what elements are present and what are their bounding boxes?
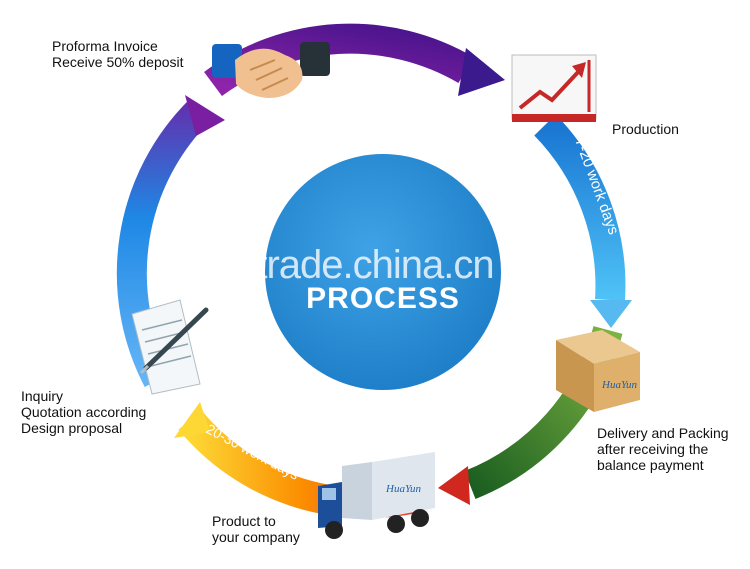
document-pen-icon: [131, 299, 209, 395]
step-line: Product to: [212, 513, 276, 529]
delivery-truck-icon: HuaYun: [318, 452, 435, 539]
arrowhead-to-inquiry: [174, 402, 210, 438]
step-line: Production: [612, 121, 679, 137]
step-line: Design proposal: [21, 420, 123, 436]
cardboard-box-icon: HuaYun: [556, 330, 640, 412]
truck-logo-text: HuaYun: [385, 483, 422, 495]
step-line: Inquiry: [21, 388, 64, 404]
step-line: Receive 50% deposit: [52, 54, 184, 70]
step-line: Proforma Invoice: [52, 38, 158, 54]
step-line: Quotation according: [21, 404, 147, 420]
step-line: Delivery and Packing: [597, 425, 729, 441]
step-line: after receiving the: [597, 441, 709, 457]
arrowhead-to-shipping: [438, 466, 470, 505]
step-label-deposit: Proforma Invoice Receive 50% deposit: [52, 38, 184, 70]
watermark-text: trade.china.cn: [256, 243, 494, 287]
box-logo-text: HuaYun: [601, 379, 638, 391]
arrowhead-to-deposit: [185, 95, 225, 136]
center-circle: [265, 154, 501, 390]
step-label-production: Production: [612, 121, 679, 137]
arc-production-to-delivery: [534, 114, 626, 301]
step-line: your company: [212, 529, 300, 545]
step-label-inquiry: Inquiry Quotation according Design propo…: [21, 388, 146, 436]
center-title: PROCESS: [306, 282, 460, 315]
step-line: balance payment: [597, 457, 704, 473]
arrowhead-to-delivery: [590, 300, 632, 328]
step-label-product-to-company: Product to your company: [212, 513, 300, 545]
rising-chart-icon: [511, 54, 597, 122]
handshake-icon: [212, 42, 330, 98]
arrowhead-to-production: [458, 48, 505, 96]
step-label-delivery: Delivery and Packing after receiving the…: [597, 425, 729, 473]
